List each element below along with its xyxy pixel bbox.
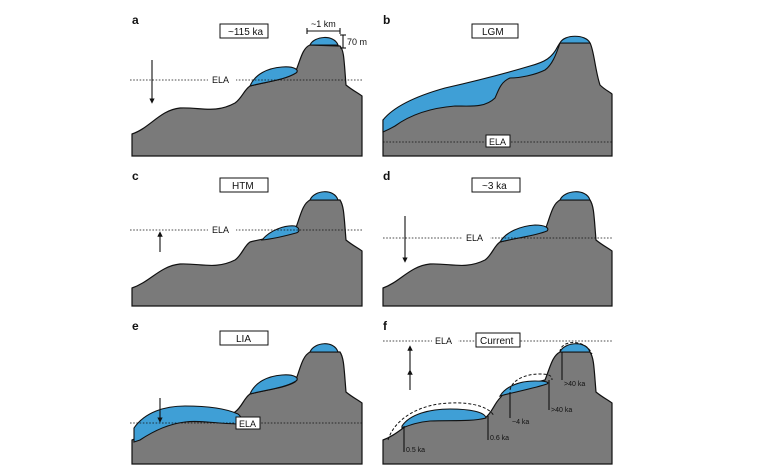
panel-letter-b: b bbox=[383, 13, 390, 27]
ela-label-box-b bbox=[485, 134, 511, 148]
tag-box-f bbox=[475, 332, 521, 348]
tag-box-e bbox=[219, 330, 269, 346]
ice-summit-f bbox=[559, 343, 591, 353]
ice-sheet-b bbox=[382, 42, 561, 133]
ela-label-d: ELA bbox=[466, 233, 483, 243]
panel-letter-c: c bbox=[132, 169, 139, 183]
tag-box-b bbox=[471, 23, 519, 39]
ela-label-box-e bbox=[235, 416, 261, 430]
panel-letter-d: d bbox=[383, 169, 390, 183]
ice-lower-f bbox=[401, 408, 487, 429]
terrain-d bbox=[382, 199, 613, 307]
ice-summit-e bbox=[309, 343, 339, 353]
panel-e: e ELA LIA bbox=[130, 319, 363, 465]
ice-plateau-e bbox=[249, 374, 298, 395]
former-extent-summit-f bbox=[559, 342, 593, 355]
ice-summit-a bbox=[309, 36, 339, 46]
ela-label-bg-a bbox=[208, 73, 236, 85]
tag-box-a bbox=[219, 23, 269, 39]
panel-letter-a: a bbox=[132, 13, 139, 27]
age-label-4: >40 ka bbox=[551, 407, 572, 414]
panel-letter-f: f bbox=[383, 319, 388, 333]
terrain-c bbox=[131, 199, 363, 307]
tag-box-d bbox=[471, 177, 521, 193]
panel-b: b ELA LGM bbox=[382, 13, 613, 157]
scale-height-label: 70 m bbox=[347, 37, 367, 47]
ice-summit-b bbox=[559, 35, 591, 44]
tag-box-c bbox=[219, 177, 269, 193]
former-extent-middle-f bbox=[509, 373, 553, 391]
panel-f: f 0.5 ka 0.6 ka ~4 ka >40 ka >40 ka ELA … bbox=[382, 319, 613, 465]
panel-a: a ELA ~115 ka ~1 km 70 m bbox=[130, 13, 367, 157]
ela-label-bg-c bbox=[208, 223, 236, 235]
age-label-3: ~4 ka bbox=[512, 419, 529, 426]
ela-label-bg-d bbox=[462, 231, 490, 243]
tag-f: Current bbox=[480, 336, 514, 347]
ice-plateau-a bbox=[249, 66, 298, 87]
tag-b: LGM bbox=[482, 27, 504, 38]
age-label-2: 0.6 ka bbox=[490, 435, 509, 442]
panel-d: d ELA ~3 ka bbox=[382, 169, 613, 307]
scale-width-label: ~1 km bbox=[311, 19, 336, 29]
terrain-a bbox=[131, 44, 363, 157]
ela-label-bg-f bbox=[432, 334, 458, 346]
age-label-5: >40 ka bbox=[564, 381, 585, 388]
panel-letter-e: e bbox=[132, 319, 139, 333]
tag-e: LIA bbox=[236, 334, 251, 345]
ela-label-b: ELA bbox=[489, 137, 506, 147]
ice-summit-c bbox=[309, 191, 339, 201]
tag-d: ~3 ka bbox=[482, 181, 507, 192]
ice-summit-d bbox=[559, 191, 591, 201]
panel-c: c ELA HTM bbox=[130, 169, 363, 307]
age-label-1: 0.5 ka bbox=[406, 447, 425, 454]
tag-c: HTM bbox=[232, 181, 254, 192]
tag-a: ~115 ka bbox=[228, 27, 264, 38]
former-extent-lower-f bbox=[387, 402, 495, 441]
ela-label-e: ELA bbox=[239, 419, 256, 429]
ice-plateau-c bbox=[260, 225, 300, 241]
ela-label-f: ELA bbox=[435, 336, 452, 346]
ice-middle-f bbox=[498, 380, 549, 397]
ela-label-a: ELA bbox=[212, 75, 229, 85]
ela-label-c: ELA bbox=[212, 225, 229, 235]
